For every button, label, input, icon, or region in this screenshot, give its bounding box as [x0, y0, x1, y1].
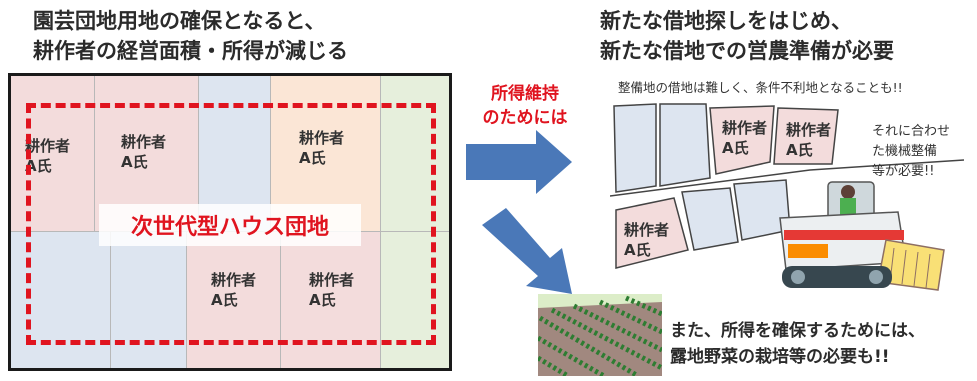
open-field-note: また、所得を確保するためには、 露地野菜の栽培等の必要も!! [670, 321, 925, 367]
combine-harvester-icon [779, 181, 945, 291]
scattered-plot-blue-2 [659, 103, 711, 187]
plot-green-2 [381, 232, 449, 368]
left-title-line1: 園芸団地用地の確保となると、 [33, 9, 326, 33]
machinery-note: それに合わせ た機械整備 等が必要!! [872, 124, 951, 179]
plot-blue-3 [111, 232, 187, 368]
scattered-plot-pink-3 [615, 197, 689, 269]
scattered-plot-blue-1 [613, 103, 657, 193]
left-title-line2: 耕作者の経営面積・所得が減じる [33, 39, 348, 63]
greenhouse-label-box: 次世代型ハウス団地 [99, 204, 361, 246]
scattered-plot-pink-1 [709, 105, 775, 175]
right-title-line2: 新たな借地での営農準備が必要 [600, 39, 894, 63]
middle-label: 所得維持 のためには [482, 84, 568, 128]
left-title: 園芸団地用地の確保となると、 耕作者の経営面積・所得が減じる [33, 6, 348, 66]
arrow-right-icon [466, 130, 572, 194]
greenhouse-label: 次世代型ハウス団地 [130, 215, 329, 240]
greenhouse-zone-boundary [26, 103, 436, 345]
right-title-line1: 新たな借地探しをはじめ、 [600, 9, 852, 33]
open-field-icon [538, 294, 662, 376]
plot-pink-1 [11, 76, 95, 232]
plot-green-1 [381, 76, 449, 232]
road-lines [610, 159, 964, 197]
scattered-plot-pink-2 [773, 107, 839, 165]
plot-pink-4 [281, 232, 381, 368]
lease-note: 整備地の借地は難しく、条件不利地となることも!! [618, 80, 903, 95]
arrow-down-right-icon [482, 208, 572, 294]
right-title: 新たな借地探しをはじめ、 新たな借地での営農準備が必要 [600, 6, 894, 66]
arrows [466, 130, 572, 294]
plot-pink-3 [187, 232, 281, 368]
scattered-plot-blue-3 [681, 187, 739, 251]
